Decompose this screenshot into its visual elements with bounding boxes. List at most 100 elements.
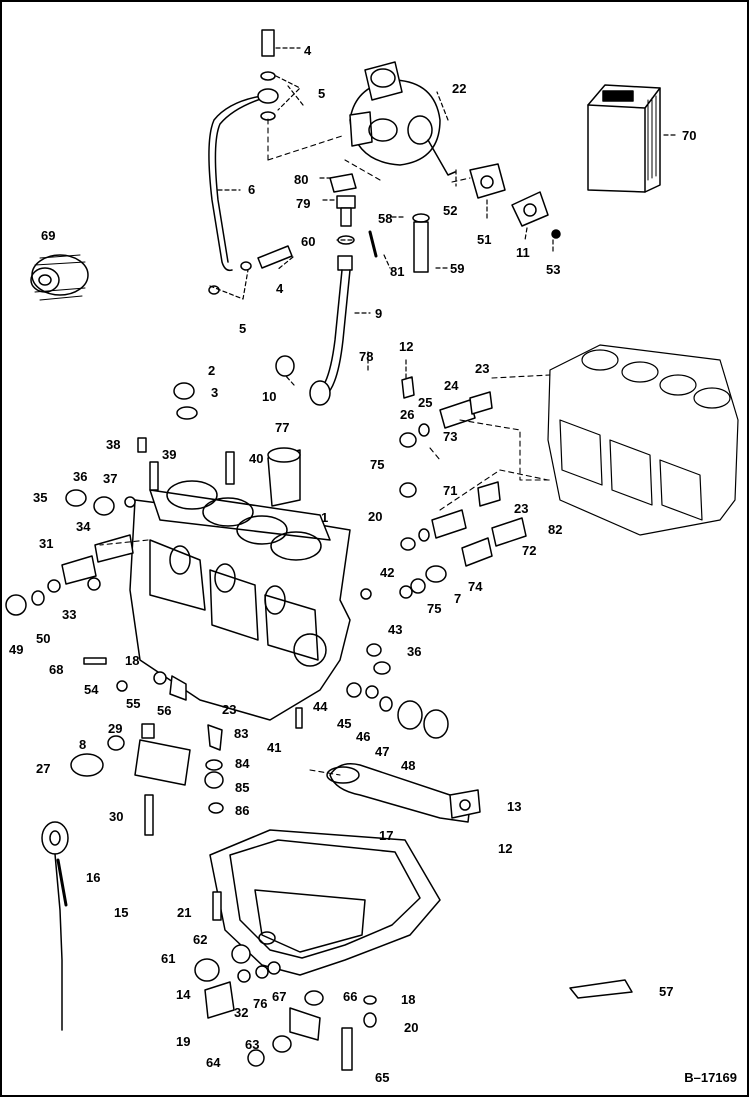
callout-77: 77	[275, 420, 289, 435]
callout-18: 18	[125, 653, 139, 668]
turbocharger	[349, 61, 456, 176]
oil-pan	[209, 829, 441, 976]
callout-7: 7	[454, 591, 461, 606]
sealant-tube-57	[569, 979, 633, 999]
callout-53: 53	[546, 262, 560, 277]
callout-23: 23	[514, 501, 528, 516]
kit-box-70	[587, 84, 661, 193]
callout-4: 4	[304, 43, 312, 58]
callout-81: 81	[390, 264, 404, 279]
callout-47: 47	[375, 744, 389, 759]
callout-44: 44	[313, 699, 328, 714]
callout-51: 51	[477, 232, 491, 247]
small-parts	[5, 355, 527, 1071]
callout-11: 11	[516, 245, 530, 260]
callout-82: 82	[548, 522, 562, 537]
gasket-51	[469, 163, 506, 199]
flange-11-bore	[523, 203, 537, 217]
callout-3: 3	[211, 385, 218, 400]
gear-69	[30, 254, 89, 301]
callout-83: 83	[234, 726, 248, 741]
dipstick	[41, 821, 69, 1031]
callout-54: 54	[84, 682, 99, 697]
callout-27: 27	[36, 761, 50, 776]
callout-41: 41	[267, 740, 281, 755]
callout-57: 57	[659, 984, 673, 999]
callout-23: 23	[475, 361, 489, 376]
callout-50: 50	[36, 631, 50, 646]
callout-37: 37	[103, 471, 117, 486]
callout-74: 74	[468, 579, 483, 594]
callout-58: 58	[378, 211, 392, 226]
callout-72: 72	[522, 543, 536, 558]
callout-8: 8	[79, 737, 86, 752]
callout-30: 30	[109, 809, 123, 824]
callout-10: 10	[262, 389, 276, 404]
callout-43: 43	[388, 622, 402, 637]
callout-33: 33	[62, 607, 76, 622]
callout-22: 22	[452, 81, 466, 96]
callout-35: 35	[33, 490, 47, 505]
callout-75: 75	[370, 457, 384, 472]
callout-62: 62	[193, 932, 207, 947]
callout-64: 64	[206, 1055, 221, 1070]
callout-61: 61	[161, 951, 175, 966]
callout-18: 18	[401, 992, 415, 1007]
oil-feed-line	[208, 29, 293, 295]
nut-53	[551, 229, 561, 239]
callout-labels: 1 2 3 4 4 5 5 6 7 8 9 10 11 12 12 13 14 …	[9, 43, 696, 1085]
flange-11	[511, 191, 549, 227]
callout-45: 45	[337, 716, 351, 731]
callout-23: 23	[222, 702, 236, 717]
callout-34: 34	[76, 519, 91, 534]
assembly-guide-lines	[99, 117, 551, 776]
callout-70: 70	[682, 128, 696, 143]
callout-36: 36	[73, 469, 87, 484]
callout-2: 2	[208, 363, 215, 378]
oil-return-line	[309, 173, 430, 406]
callout-52: 52	[443, 203, 457, 218]
callout-60: 60	[301, 234, 315, 249]
callout-46: 46	[356, 729, 370, 744]
figure-reference-number: B–17169	[684, 1070, 737, 1085]
callout-24: 24	[444, 378, 459, 393]
callout-31: 31	[39, 536, 53, 551]
callout-79: 79	[296, 196, 310, 211]
callout-16: 16	[86, 870, 100, 885]
callout-75: 75	[427, 601, 441, 616]
callout-1: 1	[321, 510, 328, 525]
callout-21: 21	[177, 905, 191, 920]
callout-36: 36	[407, 644, 421, 659]
oil-pickup-tube	[326, 763, 481, 823]
callout-66: 66	[343, 989, 357, 1004]
callout-12: 12	[399, 339, 413, 354]
callout-38: 38	[106, 437, 120, 452]
callout-5: 5	[318, 86, 325, 101]
callout-67: 67	[272, 989, 286, 1004]
gasket-51-bore	[480, 175, 494, 189]
callout-42: 42	[380, 565, 394, 580]
callout-13: 13	[507, 799, 521, 814]
callout-85: 85	[235, 780, 249, 795]
callout-56: 56	[157, 703, 171, 718]
callout-26: 26	[400, 407, 414, 422]
callout-29: 29	[108, 721, 122, 736]
callout-73: 73	[443, 429, 457, 444]
callout-65: 65	[375, 1070, 389, 1085]
callout-17: 17	[379, 828, 393, 843]
callout-14: 14	[176, 987, 191, 1002]
callout-55: 55	[126, 696, 140, 711]
callout-40: 40	[249, 451, 263, 466]
callout-48: 48	[401, 758, 415, 773]
callout-25: 25	[418, 395, 432, 410]
callout-76: 76	[253, 996, 267, 1011]
callout-63: 63	[245, 1037, 259, 1052]
callout-32: 32	[234, 1005, 248, 1020]
callout-39: 39	[162, 447, 176, 462]
callout-59: 59	[450, 261, 464, 276]
callout-78: 78	[359, 349, 373, 364]
callout-19: 19	[176, 1034, 190, 1049]
callout-84: 84	[235, 756, 250, 771]
callout-12: 12	[498, 841, 512, 856]
